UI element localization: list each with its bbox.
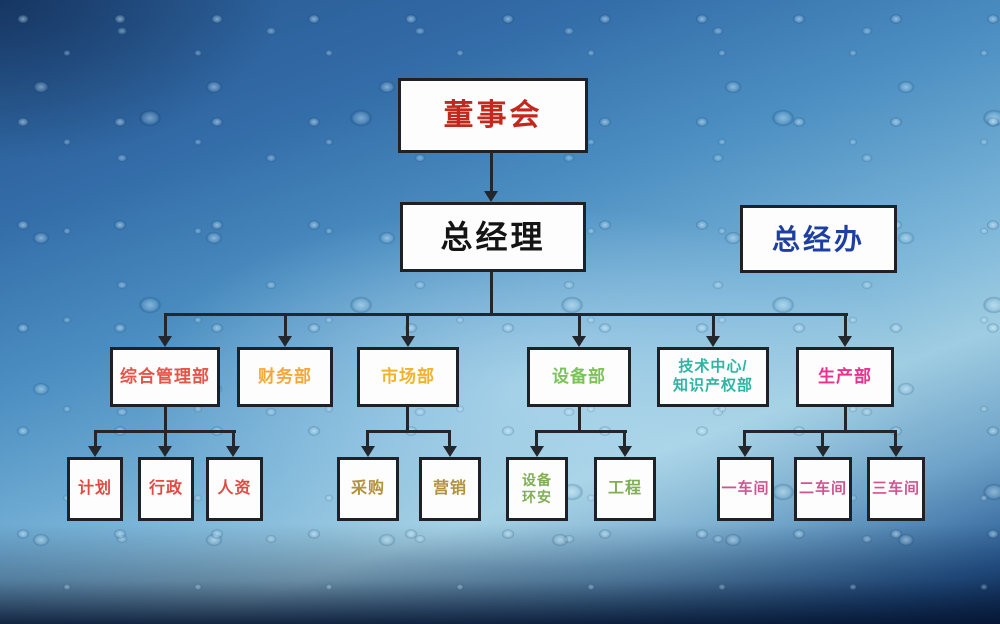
connector-arrow-market: [401, 336, 415, 347]
org-node-admin-dept: 综合管理部: [110, 347, 220, 407]
connector-gm-bus-line: [490, 272, 493, 316]
connector-drop-workshop3: [894, 430, 897, 447]
connector-admin-stem: [164, 407, 167, 433]
org-node-gm-office: 总经办: [740, 205, 897, 273]
org-node-market-dept: 市场部: [357, 347, 459, 407]
connector-arrow-admin: [158, 336, 172, 347]
connector-arrow-production: [838, 336, 852, 347]
org-node-hr: 人资: [206, 457, 263, 521]
connector-production-stem: [844, 407, 847, 433]
connector-drop-finance: [284, 313, 287, 337]
org-node-plan: 计划: [67, 457, 123, 521]
connector-drop-equip-safety: [535, 430, 538, 447]
org-node-tech-center-dept: 技术中心/ 知识产权部: [657, 347, 769, 407]
connector-equipment-bus: [535, 430, 627, 433]
connector-board-gm-arrow: [484, 191, 498, 202]
connector-arrow-workshop1: [738, 446, 752, 457]
org-node-finance-dept: 财务部: [237, 347, 333, 407]
org-node-purchasing: 采购: [337, 457, 399, 521]
org-node-workshop-2: 二车间: [794, 457, 852, 521]
connector-arrow-workshop2: [816, 446, 830, 457]
org-node-general-manager: 总经理: [400, 202, 586, 272]
org-node-sales: 营销: [419, 457, 481, 521]
org-node-administration: 行政: [138, 457, 194, 521]
org-node-equipment-dept: 设备部: [527, 347, 631, 407]
org-node-equip-safety: 设备 环安: [506, 457, 568, 521]
connector-arrow-administration: [158, 446, 172, 457]
connector-arrow-workshop3: [889, 446, 903, 457]
connector-drop-workshop1: [743, 430, 746, 447]
connector-drop-production: [844, 313, 847, 337]
connector-arrow-purchasing: [361, 446, 375, 457]
connector-arrow-hr: [226, 446, 240, 457]
connector-arrow-plan: [88, 446, 102, 457]
connector-arrow-tech: [706, 336, 720, 347]
org-node-board: 董事会: [398, 78, 588, 153]
connector-drop-equipment: [578, 313, 581, 337]
connector-equipment-stem: [578, 407, 581, 433]
connector-drop-tech: [712, 313, 715, 337]
connector-drop-market: [406, 313, 409, 337]
connector-drop-purchasing: [366, 430, 369, 447]
connector-market-bus: [366, 430, 451, 433]
connector-arrow-sales: [443, 446, 457, 457]
connector-drop-workshop2: [821, 430, 824, 447]
connector-arrow-finance: [278, 336, 292, 347]
connector-drop-plan: [94, 430, 97, 447]
connector-production-bus: [743, 430, 897, 433]
connector-drop-admin: [164, 313, 167, 337]
connector-drop-engineering: [623, 430, 626, 447]
connector-drop-hr: [232, 430, 235, 447]
org-node-engineering: 工程: [594, 457, 656, 521]
connector-arrow-equip-safety: [530, 446, 544, 457]
connector-drop-administration: [164, 430, 167, 447]
connector-drop-sales: [448, 430, 451, 447]
connector-market-stem: [406, 407, 409, 433]
org-node-production-dept: 生产部: [796, 347, 894, 407]
connector-arrow-engineering: [618, 446, 632, 457]
org-node-workshop-3: 三车间: [867, 457, 925, 521]
connector-level2-bus: [164, 313, 848, 316]
connector-board-gm-line: [490, 152, 493, 192]
org-node-workshop-1: 一车间: [717, 457, 774, 521]
connector-arrow-equipment: [572, 336, 586, 347]
